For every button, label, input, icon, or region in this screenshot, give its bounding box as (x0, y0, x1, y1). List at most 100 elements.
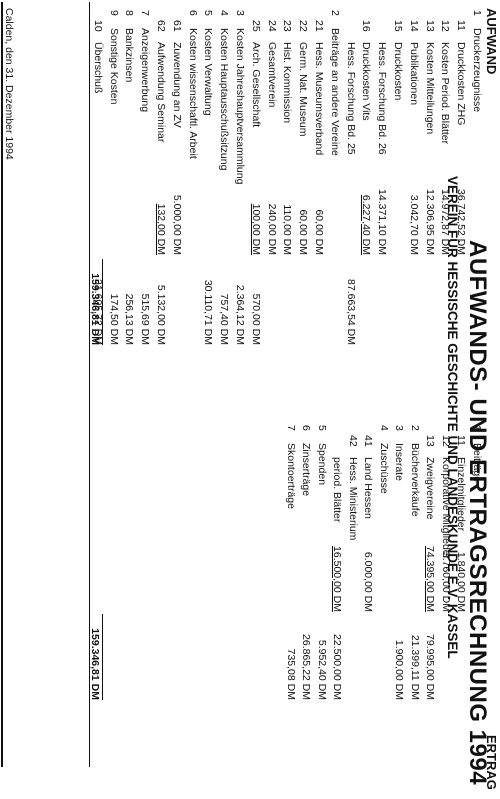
ertrag-row-label: Spenden (316, 443, 328, 486)
aufwand-row-subamount: 240,00 DM (265, 203, 278, 255)
aufwand-row-number: 62 (155, 20, 167, 32)
aufwand-row-subamount: 5.000,00 DM (170, 194, 183, 255)
aufwand-row-label: Kosten Hauptausschußsitzung (218, 28, 231, 171)
aufwand-row-label: Kosten wissenschaftl. Arbeit (186, 28, 199, 159)
ertrag-row-number: 12 (440, 435, 452, 447)
ertrag-row-amount: 79.995,00 DM (424, 634, 437, 700)
aufwand-row-subamount: 60,00 DM (313, 209, 325, 255)
aufwand-row-label: Zuwendung an ZV (170, 42, 183, 128)
aufwand-row-label: Hess. Museumsverband (313, 42, 325, 156)
aufwand-row-amount: 30.110,71 DM (202, 279, 215, 345)
ertrag-row-number: 5 (316, 425, 328, 431)
aufwand-row-label: Kosten Jahreshauptversammlung (234, 28, 246, 185)
aufwand-row-subamount: 14.972,87 DM (439, 189, 452, 255)
ertrag-row-subamount: 1.840,00 DM (455, 551, 468, 612)
aufwand-row-label: Druckerzeugnisse (471, 28, 483, 113)
aufwand-row-amount: 87.663,54 DM (344, 279, 357, 345)
aufwand-row-number: 10 (91, 20, 104, 32)
aufwand-row-number: 15 (392, 20, 404, 32)
aufwand-row-amount: 515,69 DM (139, 293, 152, 345)
aufwand-row-number: 23 (281, 20, 294, 32)
aufwand-row-amount: 256,13 DM (123, 293, 136, 345)
ertrag-total-rule (102, 614, 103, 700)
aufwand-row-label: Überschuß (91, 42, 104, 94)
aufwand-row-number: 22 (297, 20, 310, 32)
ertrag-row-amount: 26.865,22 DM (300, 634, 313, 700)
aufwand-heading: AUFWAND (484, 8, 499, 75)
aufwand-row-amount: 570,00 DM (249, 293, 262, 345)
aufwand-row-label: Kosten Period. Blätter (439, 42, 452, 145)
ertrag-row-label: Beiträge (471, 443, 483, 483)
ertrag-row-amount: 735,08 DM (285, 648, 297, 700)
ertrag-row-number: 3 (393, 425, 406, 431)
aufwand-row-label: Hess. Forschung Bd. 25 (344, 42, 357, 155)
aufwand-row-number: 21 (313, 20, 325, 32)
aufwand-row-label: Arch. Gesellschaft (249, 42, 262, 128)
aufwand-row-label: Kosten Verwaltung (202, 28, 215, 116)
aufwand-row-subamount: 14.371,10 DM (376, 189, 389, 255)
ertrag-row-number: 6 (300, 425, 313, 431)
aufwand-row-label: Beiträge an andere Vereine (328, 28, 341, 156)
ertrag-row-amount: 21.399,11 DM (409, 634, 421, 700)
footer-place-date: Calden, den 31. Dezember 1994 (3, 8, 15, 160)
ertrag-row-subamount: 3.760,00 DM (440, 551, 452, 612)
aufwand-row-label: Hist. Kommission (281, 42, 294, 124)
document-title: AUFWANDS- UND ERTRAGSRECHNUNG 1994 (464, 240, 491, 786)
aufwand-row-amount: 5.132,00 DM (155, 284, 167, 345)
ertrag-row-label: Hess. Ministerium (347, 457, 359, 541)
aufwand-total: 159.346,81 DM (89, 273, 101, 345)
aufwand-row-number: 16 (360, 20, 373, 32)
ertrag-row-amount: 22.500,00 DM (331, 634, 344, 700)
aufwand-row-label: Aufwendung Seminar (155, 42, 167, 143)
aufwand-row-number: 14 (407, 20, 420, 32)
aufwand-row-subamount: 3.042,70 DM (407, 194, 420, 255)
ertrag-row-number: 4 (378, 425, 390, 431)
ertrag-row-number: 1 (471, 425, 483, 431)
ertrag-row-label: Skontoerträge (285, 443, 297, 509)
aufwand-row-number: 25 (249, 20, 262, 32)
aufwand-row-number: 4 (218, 10, 231, 16)
ertrag-row-label: Zuschüsse (378, 443, 390, 494)
aufwand-row-label: Kosten Mitteilungen (423, 42, 436, 135)
aufwand-row-number: 12 (439, 20, 452, 32)
ertrag-heading: ERTRAG (484, 735, 499, 790)
aufwand-row-number: 5 (202, 10, 215, 16)
ertrag-row-label: Bücherverkäufe (409, 443, 421, 517)
aufwand-row-amount: 757,40 DM (218, 293, 231, 345)
ertrag-row-label: Zinserträge (300, 443, 313, 497)
aufwand-row-subamount: 110,00 DM (281, 204, 294, 255)
aufwand-row-label: Druckkosten Vits (360, 42, 373, 121)
aufwand-row-label: Gesamtverein (265, 42, 278, 108)
aufwand-total-rule (102, 259, 103, 345)
ertrag-row-subamount: 6.000,00 DM (362, 551, 375, 612)
aufwand-row-number: 7 (139, 10, 152, 16)
aufwand-row-number: 1 (471, 10, 483, 16)
ertrag-row-number: 7 (285, 425, 297, 431)
aufwand-row-amount: 174,50 DM (107, 293, 120, 345)
aufwand-row-number: 8 (123, 10, 136, 16)
ertrag-row-amount: 5.952,40 DM (316, 639, 328, 700)
ertrag-row-number: 13 (424, 435, 437, 447)
aufwand-row-subamount: 36.742,52 DM (455, 189, 468, 255)
aufwand-row-number: 9 (107, 10, 120, 16)
aufwand-row-subamount: 12.306,95 DM (423, 189, 436, 255)
aufwand-row-number: 24 (265, 20, 278, 32)
aufwand-row-number: 13 (423, 20, 436, 32)
aufwand-row-label: Hess. Forschung Bd. 26 (376, 42, 389, 155)
ertrag-row-label: Inserate (393, 443, 406, 481)
aufwand-row-number: 61 (170, 20, 183, 32)
aufwand-row-subamount: 60,00 DM (297, 209, 310, 255)
ertrag-row-number: 42 (347, 435, 359, 447)
aufwand-row-number: 3 (234, 10, 246, 16)
aufwand-row-label: Druckkosten (392, 42, 404, 101)
ertrag-row-number: 11 (455, 435, 468, 446)
aufwand-row-subamount: 6.227,40 DM (360, 194, 373, 255)
aufwand-row-label: Germ. Nat. Museum (297, 42, 310, 137)
ertrag-row-number: 2 (409, 425, 421, 431)
aufwand-row-label: Publikationen (407, 42, 420, 106)
ertrag-row-number: 41 (362, 435, 375, 447)
ertrag-row-amount: 1.900,00 DM (393, 639, 406, 700)
ertrag-total: 159.346,81 DM (89, 628, 101, 700)
